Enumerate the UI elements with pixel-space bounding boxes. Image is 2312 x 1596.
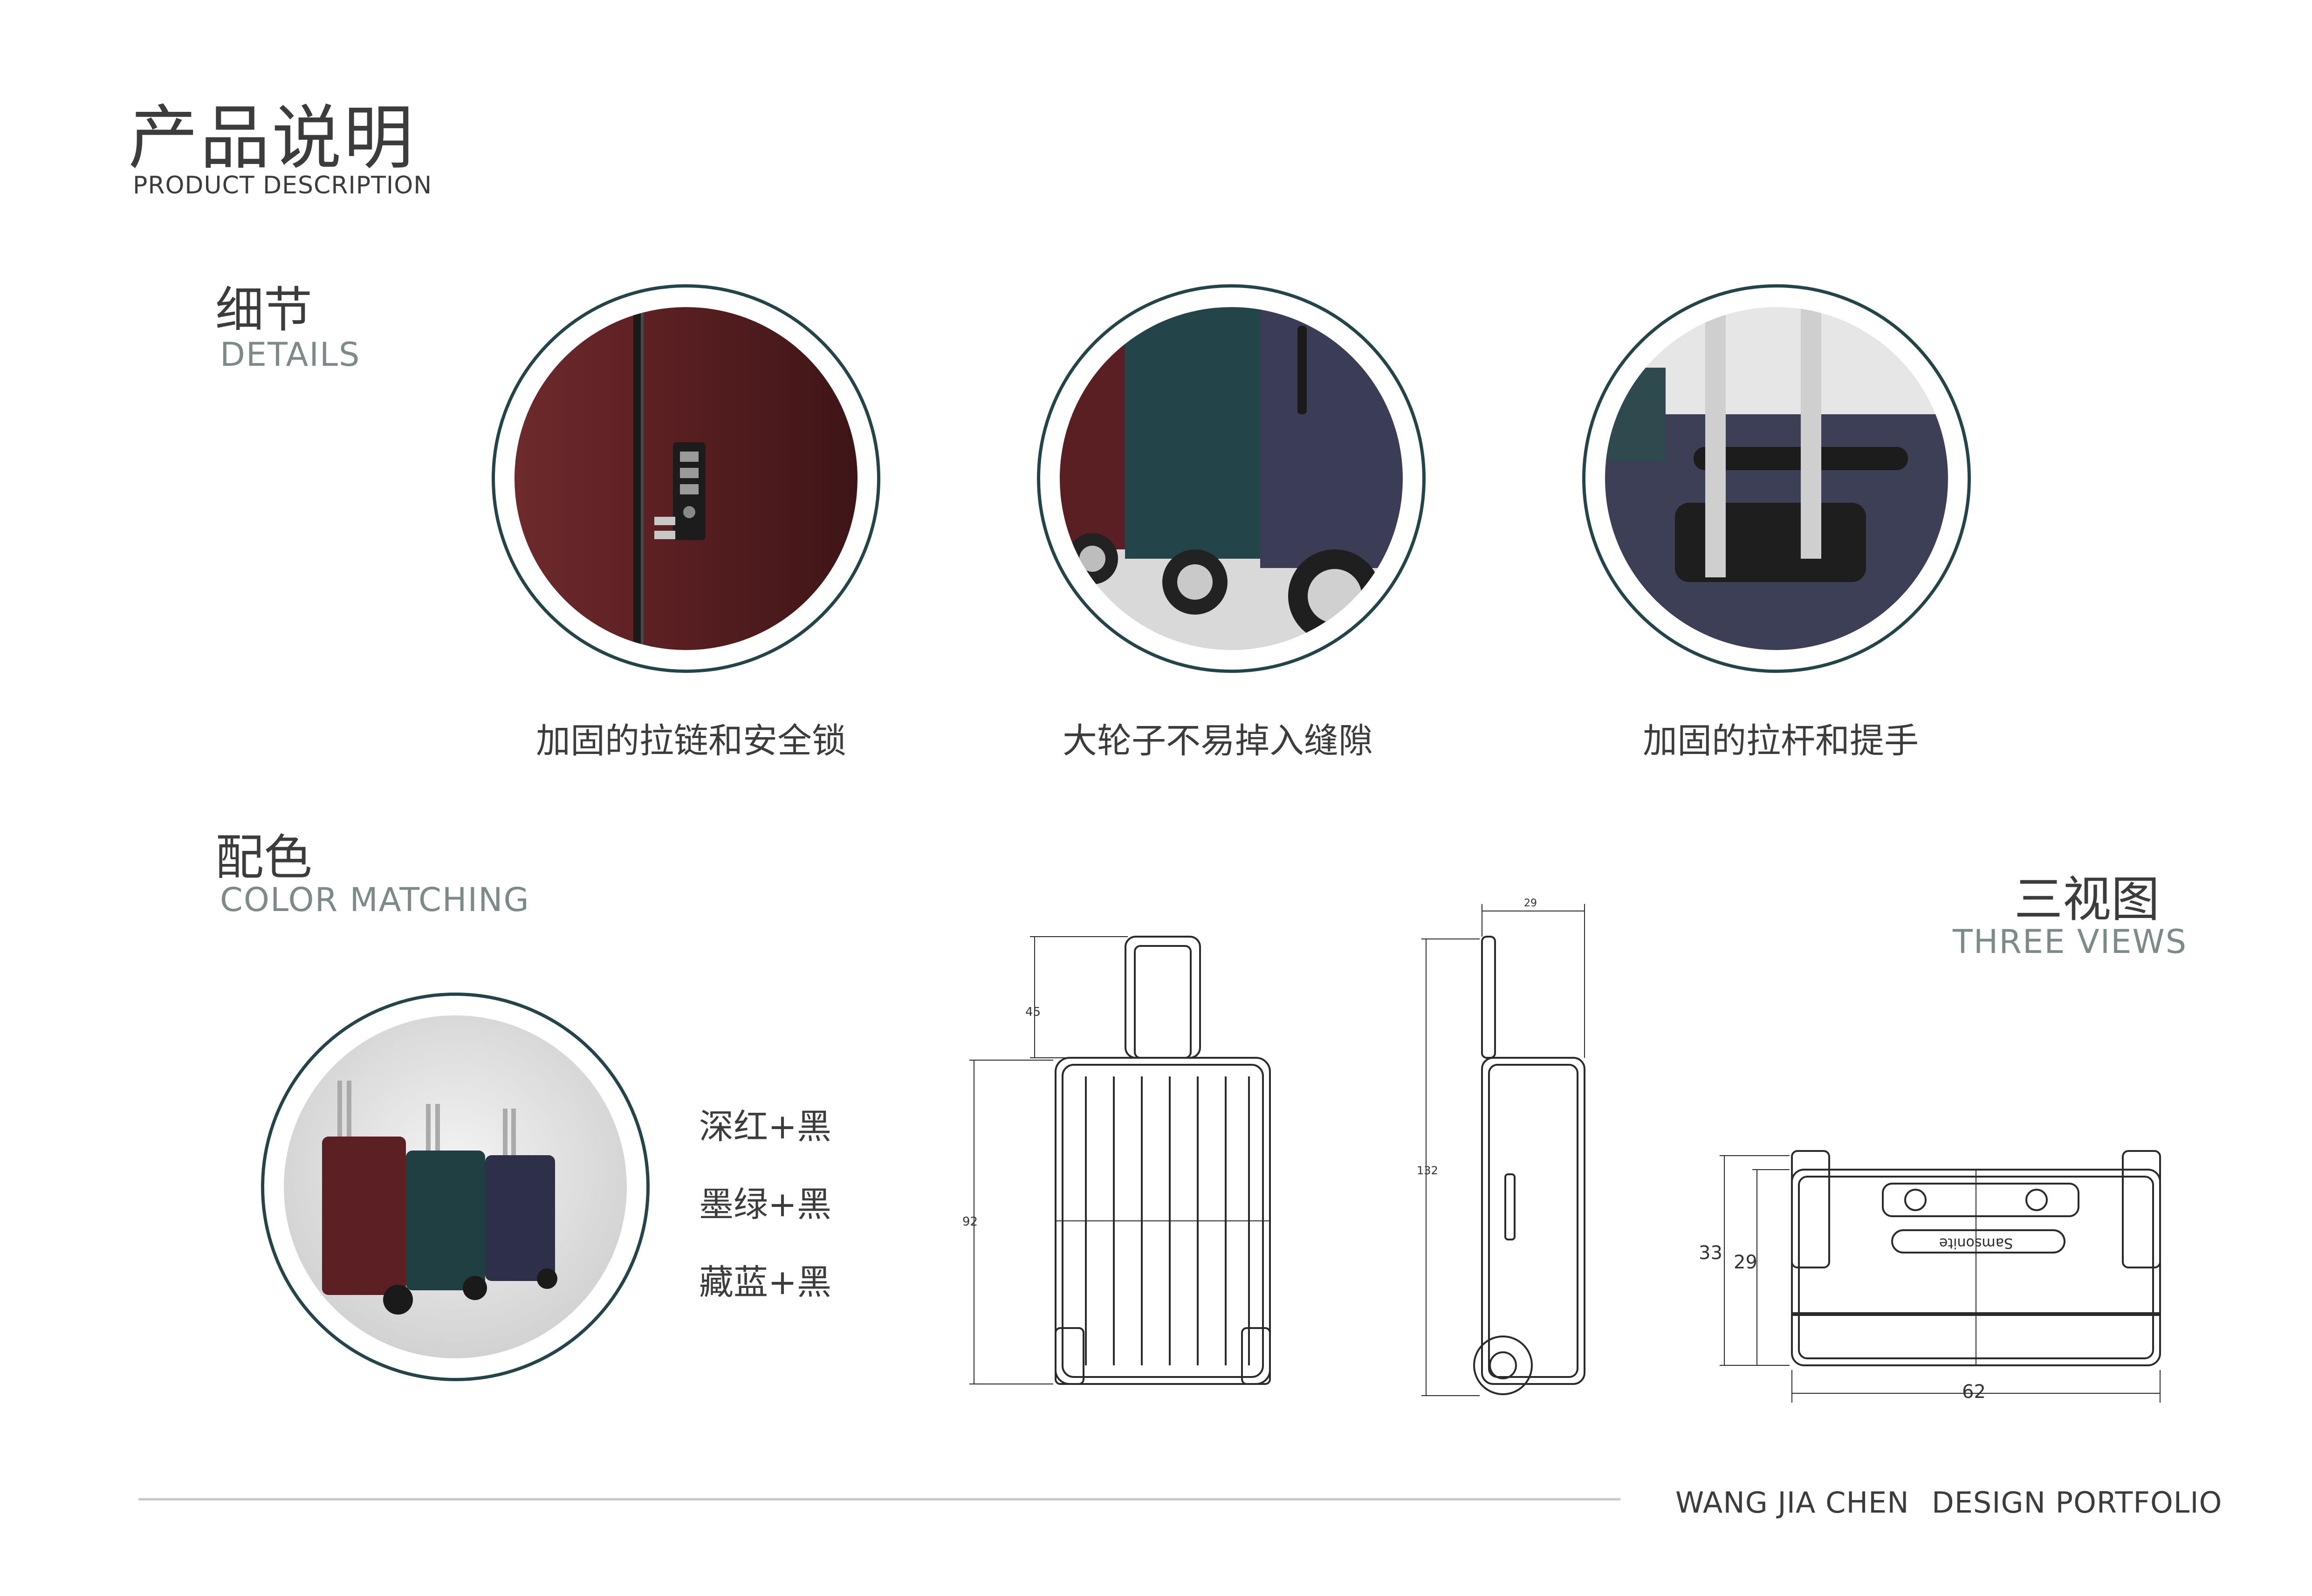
three-views-subtitle: THREE VIEWS xyxy=(1953,923,2188,961)
front-dim-handle: 45 xyxy=(1025,1005,1041,1019)
side-view-drawing: 29 132 xyxy=(1417,897,1585,1396)
details-title: 细节 xyxy=(215,281,313,338)
detail-handle-image xyxy=(1582,284,1971,673)
detail-wheels-image xyxy=(1037,284,1426,673)
footer-divider xyxy=(138,1498,1620,1500)
side-dim-height: 132 xyxy=(1417,1164,1438,1177)
detail-caption-zipper-lock: 加固的拉链和安全锁 xyxy=(536,721,846,761)
top-dim-outer: 33 xyxy=(1699,1242,1722,1264)
top-view-drawing: Samsonite 33 29 62 xyxy=(1699,1150,2161,1403)
detail-caption-wheels: 大轮子不易掉入缝隙 xyxy=(1063,721,1373,761)
detail-caption-handle: 加固的拉杆和提手 xyxy=(1643,721,1919,761)
footer-portfolio: DESIGN PORTFOLIO xyxy=(1932,1486,2223,1520)
side-dim-depth: 29 xyxy=(1524,897,1537,909)
color-option-navy: 藏蓝+黑 xyxy=(699,1262,832,1302)
page-subtitle: PRODUCT DESCRIPTION xyxy=(133,171,432,199)
top-dim-width: 62 xyxy=(1962,1381,1986,1403)
details-subtitle: DETAILS xyxy=(220,336,361,374)
color-option-green: 墨绿+黑 xyxy=(699,1185,832,1225)
three-views-title: 三视图 xyxy=(2014,871,2160,928)
color-matching-title: 配色 xyxy=(215,829,313,886)
front-dim-height: 92 xyxy=(962,1215,978,1229)
top-view-brand-mark: Samsonite xyxy=(1939,1235,2013,1251)
front-view-drawing: 45 92 xyxy=(962,936,1271,1385)
color-options-image xyxy=(261,993,650,1381)
footer-author: WANG JIA CHEN xyxy=(1675,1486,1909,1520)
detail-zipper-lock-image xyxy=(492,284,880,673)
color-matching-subtitle: COLOR MATCHING xyxy=(220,881,530,919)
color-option-red: 深红+黑 xyxy=(699,1107,832,1147)
page-title: 产品说明 xyxy=(128,98,416,179)
top-dim-inner: 29 xyxy=(1734,1252,1757,1273)
